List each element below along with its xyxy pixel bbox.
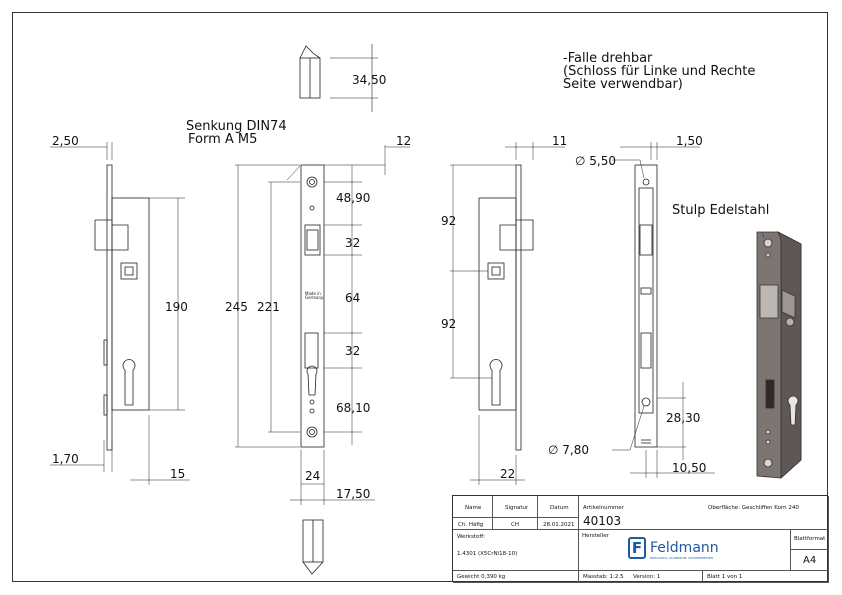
dim-64: 64 <box>345 291 361 305</box>
header-artikelnummer: Artikelnummer <box>583 505 624 511</box>
plate-engraving: Made in Germany <box>305 292 323 300</box>
note-falle: -Falle drehbar (Schloss für Linke und Re… <box>563 52 755 91</box>
sheet-format-label: Blattformat <box>794 536 826 542</box>
drawing-frame <box>12 12 828 582</box>
dim-48-90: 48,90 <box>336 191 371 205</box>
latch-bottom-view <box>302 519 324 575</box>
sheet-format-value: A4 <box>803 555 817 566</box>
dim-32-a: 32 <box>345 236 361 250</box>
dim-92-b: 92 <box>441 317 457 331</box>
note-stulp: Stulp Edelstahl <box>672 203 770 218</box>
dim-28-30: 28,30 <box>666 411 701 425</box>
header-datum: Datum <box>550 505 569 511</box>
dim-dia-7-80: ∅ 7,80 <box>548 443 589 457</box>
weight: Gewicht 0,390 kg <box>457 574 506 580</box>
note-line: (Schloss für Linke und Rechte <box>563 64 756 79</box>
dim-190: 190 <box>165 300 188 314</box>
dim-12: 12 <box>396 134 412 148</box>
front-view-narrow <box>612 142 715 478</box>
material-value: 1.4301 (X5CrNi18-10) <box>457 551 518 557</box>
note-line: -Falle drehbar <box>563 51 653 66</box>
title-block: Name Signatur Datum Artikelnummer Oberfl… <box>452 495 829 583</box>
article-number: 40103 <box>583 514 622 528</box>
dim-34-50: 34,50 <box>352 73 387 87</box>
version: Version: 1 <box>633 574 661 580</box>
logo-tagline: EDELSTAHL, ALUMINIUM, SCHMIEDEEISEN <box>650 556 713 560</box>
dim-245: 245 <box>225 300 248 314</box>
dim-24: 24 <box>305 469 321 483</box>
note-line: Form A M5 <box>188 132 258 147</box>
note-line: Seite verwendbar) <box>563 77 683 92</box>
dim-22: 22 <box>500 467 516 481</box>
sheet-count: Blatt 1 von 1 <box>707 574 743 580</box>
drawn-by: Ch. Häfig <box>458 522 484 528</box>
side-view-left <box>50 142 190 485</box>
dim-68-10: 68,10 <box>336 401 371 415</box>
material-label: Werkstoff: <box>457 534 485 540</box>
dim-1-70: 1,70 <box>52 452 79 466</box>
dim-dia-5-50: ∅ 5,50 <box>575 154 616 168</box>
date: 28.01.2021 <box>543 522 575 528</box>
signature: CH <box>511 522 519 528</box>
dim-1-50: 1,50 <box>676 134 703 148</box>
dim-32-b: 32 <box>345 344 361 358</box>
dim-11: 11 <box>552 134 568 148</box>
dim-10-50: 10,50 <box>672 461 707 475</box>
header-signatur: Signatur <box>505 505 529 511</box>
plate-text: Made in <box>305 291 321 296</box>
dim-15: 15 <box>170 467 186 481</box>
surface-finish: Oberfläche: Geschliffen Korn 240 <box>708 505 799 511</box>
dim-92-a: 92 <box>441 214 457 228</box>
dim-221: 221 <box>257 300 280 314</box>
latch-top-view <box>299 44 378 112</box>
side-view-right <box>450 142 565 485</box>
plate-text: Germany <box>305 295 324 300</box>
dim-17-50: 17,50 <box>336 487 371 501</box>
manufacturer-label: Hersteller <box>582 533 609 539</box>
stulp-3d-render <box>756 231 802 479</box>
header-name: Name <box>465 505 482 511</box>
front-view-plate <box>235 145 410 505</box>
note-line: Senkung DIN74 <box>186 119 287 134</box>
dim-2-50: 2,50 <box>52 134 79 148</box>
logo-name: Feldmann <box>650 540 719 556</box>
feldmann-logo-icon: F <box>628 537 646 559</box>
scale: Masstab: 1:2.5 <box>583 574 624 580</box>
note-senkung: Senkung DIN74 Form A M5 <box>186 120 287 146</box>
